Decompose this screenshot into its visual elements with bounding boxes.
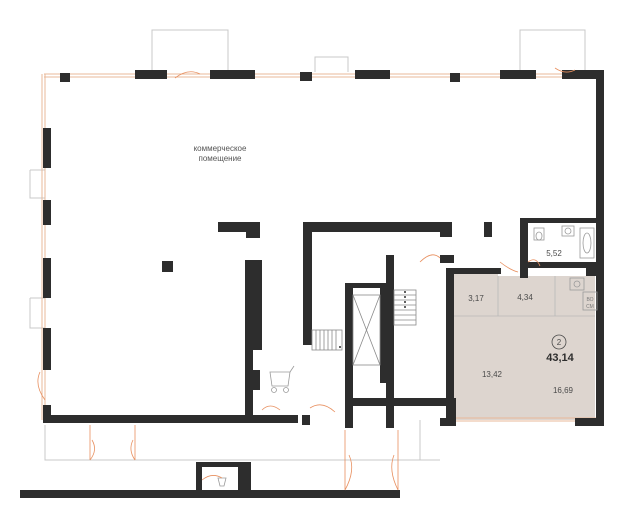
room-area-16-69: 16,69	[553, 386, 574, 395]
apartment-2-area[interactable]	[452, 273, 595, 420]
apartment-number: 2	[557, 338, 562, 347]
top-projections	[29, 29, 586, 461]
apartment-number-badge	[551, 334, 567, 350]
room-area-5-52: 5,52	[546, 249, 562, 258]
room-area-13-42: 13,42	[482, 370, 503, 379]
appliance-label-line2: СМ	[586, 304, 594, 310]
bathroom-fixtures	[533, 225, 598, 311]
door-swings	[37, 67, 576, 491]
exterior-walls	[20, 70, 604, 498]
room-area-4-34: 4,34	[517, 293, 533, 302]
stroller-room-symbol	[217, 365, 295, 487]
room-area-3-17: 3,17	[468, 294, 484, 303]
apartment-partitions	[454, 276, 595, 317]
commercial-label-line1: коммерческое	[194, 144, 247, 153]
markers	[339, 291, 406, 348]
apartment-total-area: 43,14	[546, 352, 574, 364]
commercial-label-line2: помещение	[198, 154, 242, 163]
stairs	[311, 289, 417, 366]
interior-walls	[162, 218, 600, 492]
appliance-label-line1: ВО	[586, 297, 593, 303]
